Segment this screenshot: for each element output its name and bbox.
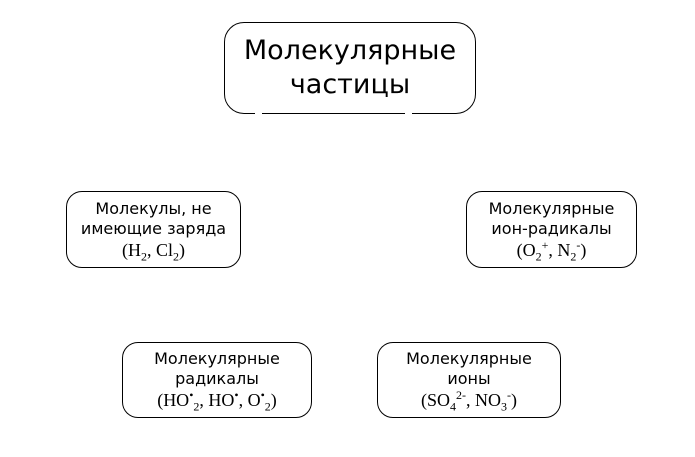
node-neutral-molecules-line-1: Молекулы, не <box>95 198 212 218</box>
node-molecular-ions-line-2: ионы <box>447 369 491 388</box>
node-molecular-radicals-formula: (HO•2, HO•, O•2) <box>157 388 277 414</box>
root-line-2: частицы <box>289 69 411 100</box>
node-molecular-ions-line-1: Молекулярные <box>406 349 532 368</box>
node-molecular-ion-radicals-line-2: ион-радикалы <box>491 218 612 238</box>
node-molecular-ion-radicals-formula: (O2+, N2-) <box>516 237 587 264</box>
root-border-gap-left <box>255 113 262 115</box>
node-molecular-radicals: Молекулярные радикалы (HO•2, HO•, O•2) <box>122 342 312 418</box>
root-line-1: Молекулярные <box>243 35 457 66</box>
node-molecular-ions: Молекулярные ионы (SO42-, NO3-) <box>377 342 561 418</box>
node-neutral-molecules-line-2: имеющие заряда <box>80 218 227 238</box>
node-neutral-molecules-formula: (H2, Cl2) <box>121 239 185 264</box>
node-molecular-ion-radicals: Молекулярные ион-радикалы (O2+, N2-) <box>466 191 637 268</box>
node-molecular-ion-radicals-line-1: Молекулярные <box>488 198 615 218</box>
root-node-molecular-particles: Молекулярные частицы <box>224 22 476 114</box>
node-molecular-radicals-line-1: Молекулярные <box>154 349 280 368</box>
root-border-gap-right <box>405 113 412 115</box>
node-molecular-ions-formula: (SO42-, NO3-) <box>420 388 517 414</box>
node-neutral-molecules: Молекулы, не имеющие заряда (H2, Cl2) <box>66 191 241 268</box>
node-molecular-radicals-line-2: радикалы <box>175 369 259 388</box>
